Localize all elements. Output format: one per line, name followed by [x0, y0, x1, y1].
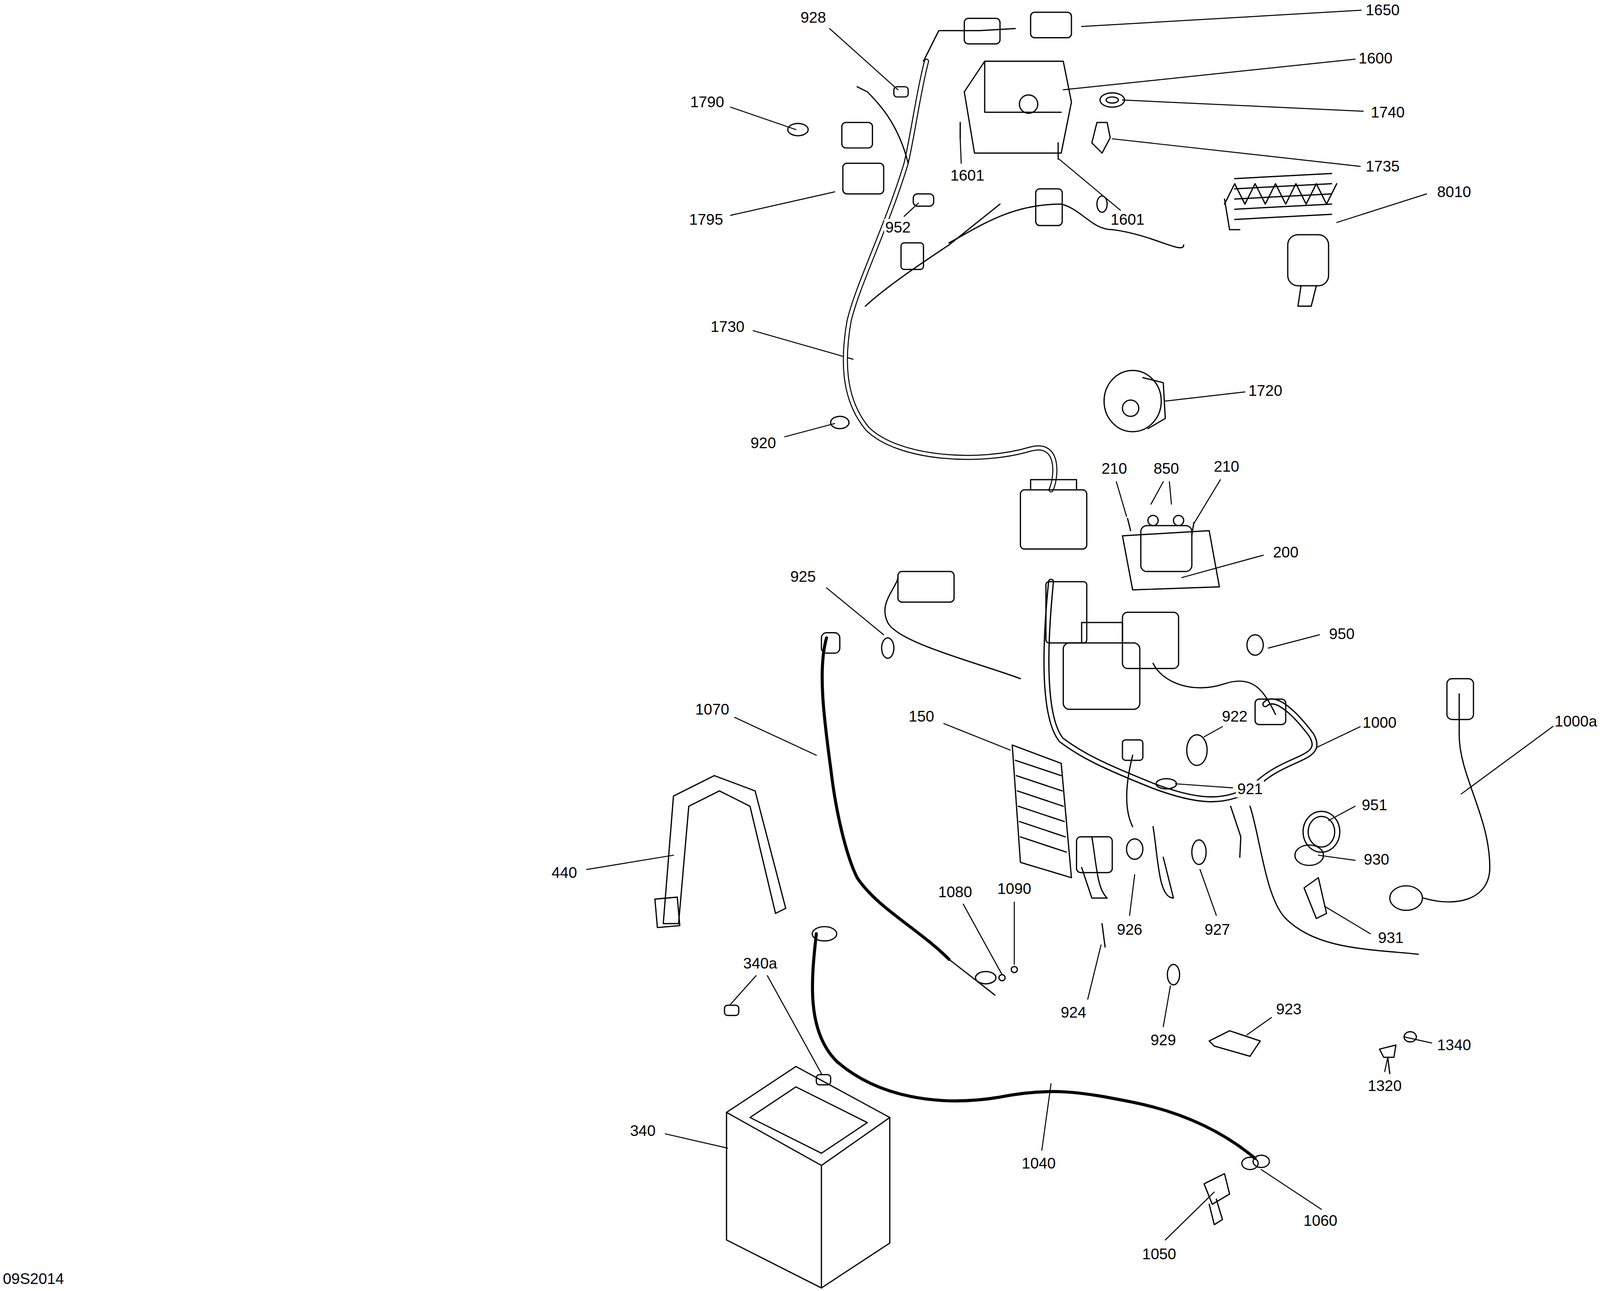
callout-number: 1790 — [689, 93, 726, 111]
callout-number: 1735 — [1364, 157, 1401, 175]
callout-number: 1320 — [1366, 1077, 1403, 1095]
callout-number: 850 — [1152, 460, 1181, 478]
callout-number: 950 — [1327, 625, 1356, 643]
callout-number: 1000 — [1361, 714, 1398, 732]
callout-number: 1795 — [687, 211, 725, 229]
callout-number: 923 — [1274, 1000, 1303, 1018]
callout-number: 440 — [550, 864, 579, 882]
callout-number: 1090 — [995, 880, 1033, 898]
callout-number: 930 — [1362, 851, 1391, 869]
callout-number: 1000a — [1553, 712, 1599, 730]
callout-number: 920 — [749, 434, 778, 452]
callout-number: 1040 — [1020, 1155, 1057, 1172]
callout-number: 1601 — [949, 167, 986, 184]
callout-number: 1601 — [1109, 211, 1146, 229]
callout-number: 8010 — [1435, 183, 1473, 201]
callout-number: 1730 — [709, 318, 746, 336]
callout-number: 210 — [1212, 458, 1241, 476]
callout-number: 340 — [628, 1122, 657, 1140]
callout-number: 928 — [799, 9, 828, 26]
callout-number: 1050 — [1141, 1245, 1178, 1263]
callout-number: 1060 — [1302, 1212, 1339, 1230]
callout-number: 150 — [907, 708, 936, 725]
drawing-code: 09S2014 — [1, 1270, 66, 1288]
callout-number: 925 — [789, 568, 818, 586]
callout-number: 951 — [1360, 796, 1389, 814]
callout-number: 210 — [1100, 460, 1129, 478]
callout-number: 927 — [1203, 921, 1232, 939]
callout-number: 1340 — [1435, 1036, 1473, 1054]
callout-number: 1080 — [936, 883, 974, 901]
callout-number: 1720 — [1247, 382, 1284, 400]
callout-number: 924 — [1059, 1004, 1088, 1022]
callout-number: 952 — [884, 218, 913, 236]
callout-number: 929 — [1149, 1031, 1178, 1049]
callout-number: 1740 — [1369, 103, 1406, 121]
callout-number: 1600 — [1357, 49, 1394, 67]
callout-number: 931 — [1376, 929, 1405, 947]
callout-number: 1070 — [694, 701, 731, 718]
callout-number: 921 — [1235, 780, 1264, 798]
callout-number: 340a — [741, 955, 779, 972]
callout-number: 200 — [1271, 543, 1300, 561]
callout-number: 922 — [1220, 708, 1249, 725]
callout-number: 1650 — [1364, 1, 1401, 19]
callout-number: 926 — [1115, 921, 1144, 939]
